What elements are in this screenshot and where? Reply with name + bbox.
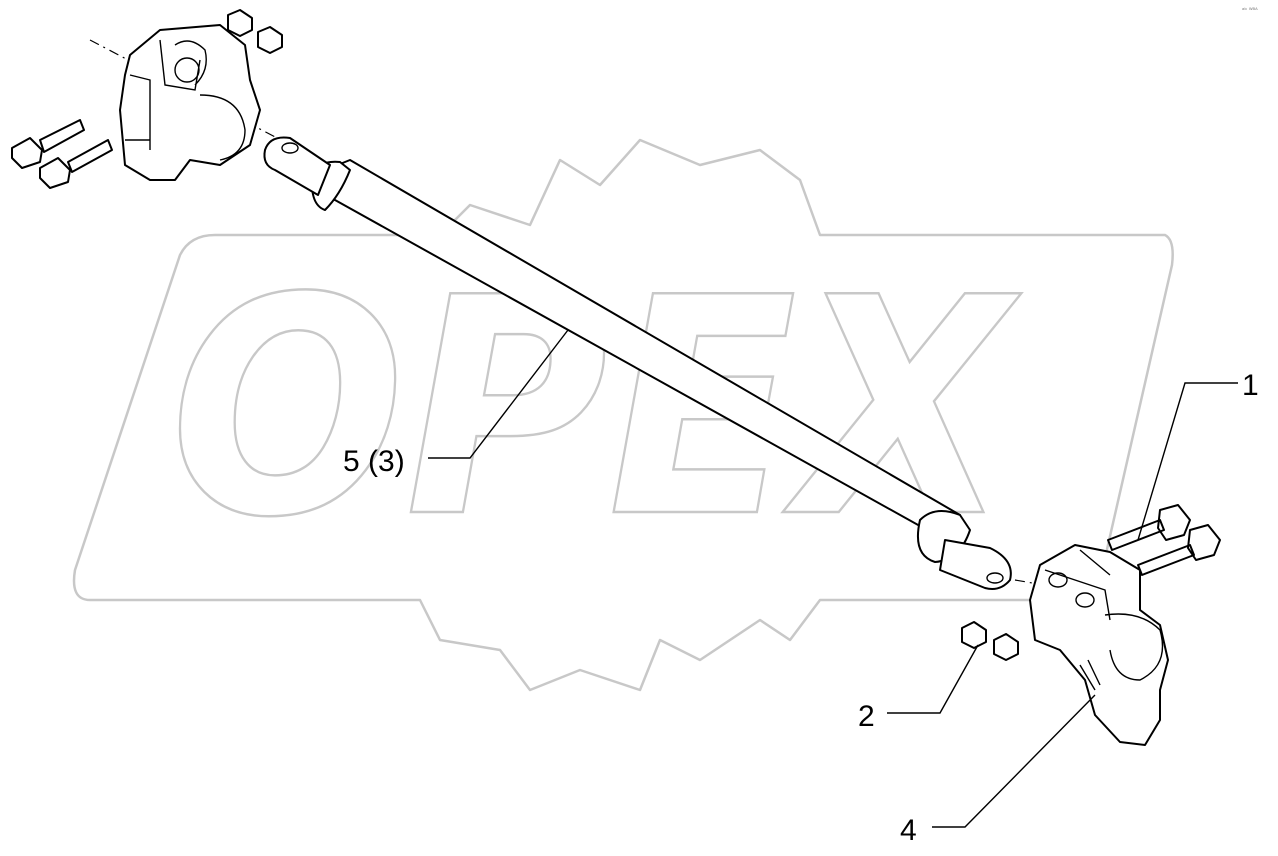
left-bracket xyxy=(119,24,261,181)
callout-5-3: 5 (3) xyxy=(343,445,405,478)
leader-lines xyxy=(428,329,1238,828)
watermark-text: OPEX xyxy=(170,234,1021,583)
right-bolt-2 xyxy=(1137,524,1221,576)
leader-5 xyxy=(428,329,569,459)
right-nut-1 xyxy=(961,621,987,649)
left-nut-2 xyxy=(257,26,283,54)
shaft-end-right xyxy=(939,539,1012,590)
corner-mark: ᵃᵇ ᵂᴮᴬ xyxy=(1242,7,1258,14)
leader-4 xyxy=(932,694,1096,828)
watermark-gear xyxy=(72,138,1174,692)
left-bolt-2 xyxy=(39,139,113,189)
shaft xyxy=(263,136,1012,590)
opex-watermark: OPEX xyxy=(72,138,1174,692)
right-bracket xyxy=(1029,544,1169,746)
callout-2: 2 xyxy=(858,700,875,733)
callout-4: 4 xyxy=(900,814,917,847)
shaft-end-left xyxy=(263,136,331,196)
left-bracket-assembly xyxy=(11,9,283,189)
left-bolt-1 xyxy=(11,119,85,169)
right-bolt-1 xyxy=(1107,504,1191,551)
leader-1 xyxy=(1137,382,1238,541)
right-bracket-assembly xyxy=(961,504,1221,746)
leader-2 xyxy=(887,644,979,714)
left-nut-1 xyxy=(227,9,253,37)
callout-1: 1 xyxy=(1242,369,1259,402)
right-nut-2 xyxy=(993,633,1019,661)
